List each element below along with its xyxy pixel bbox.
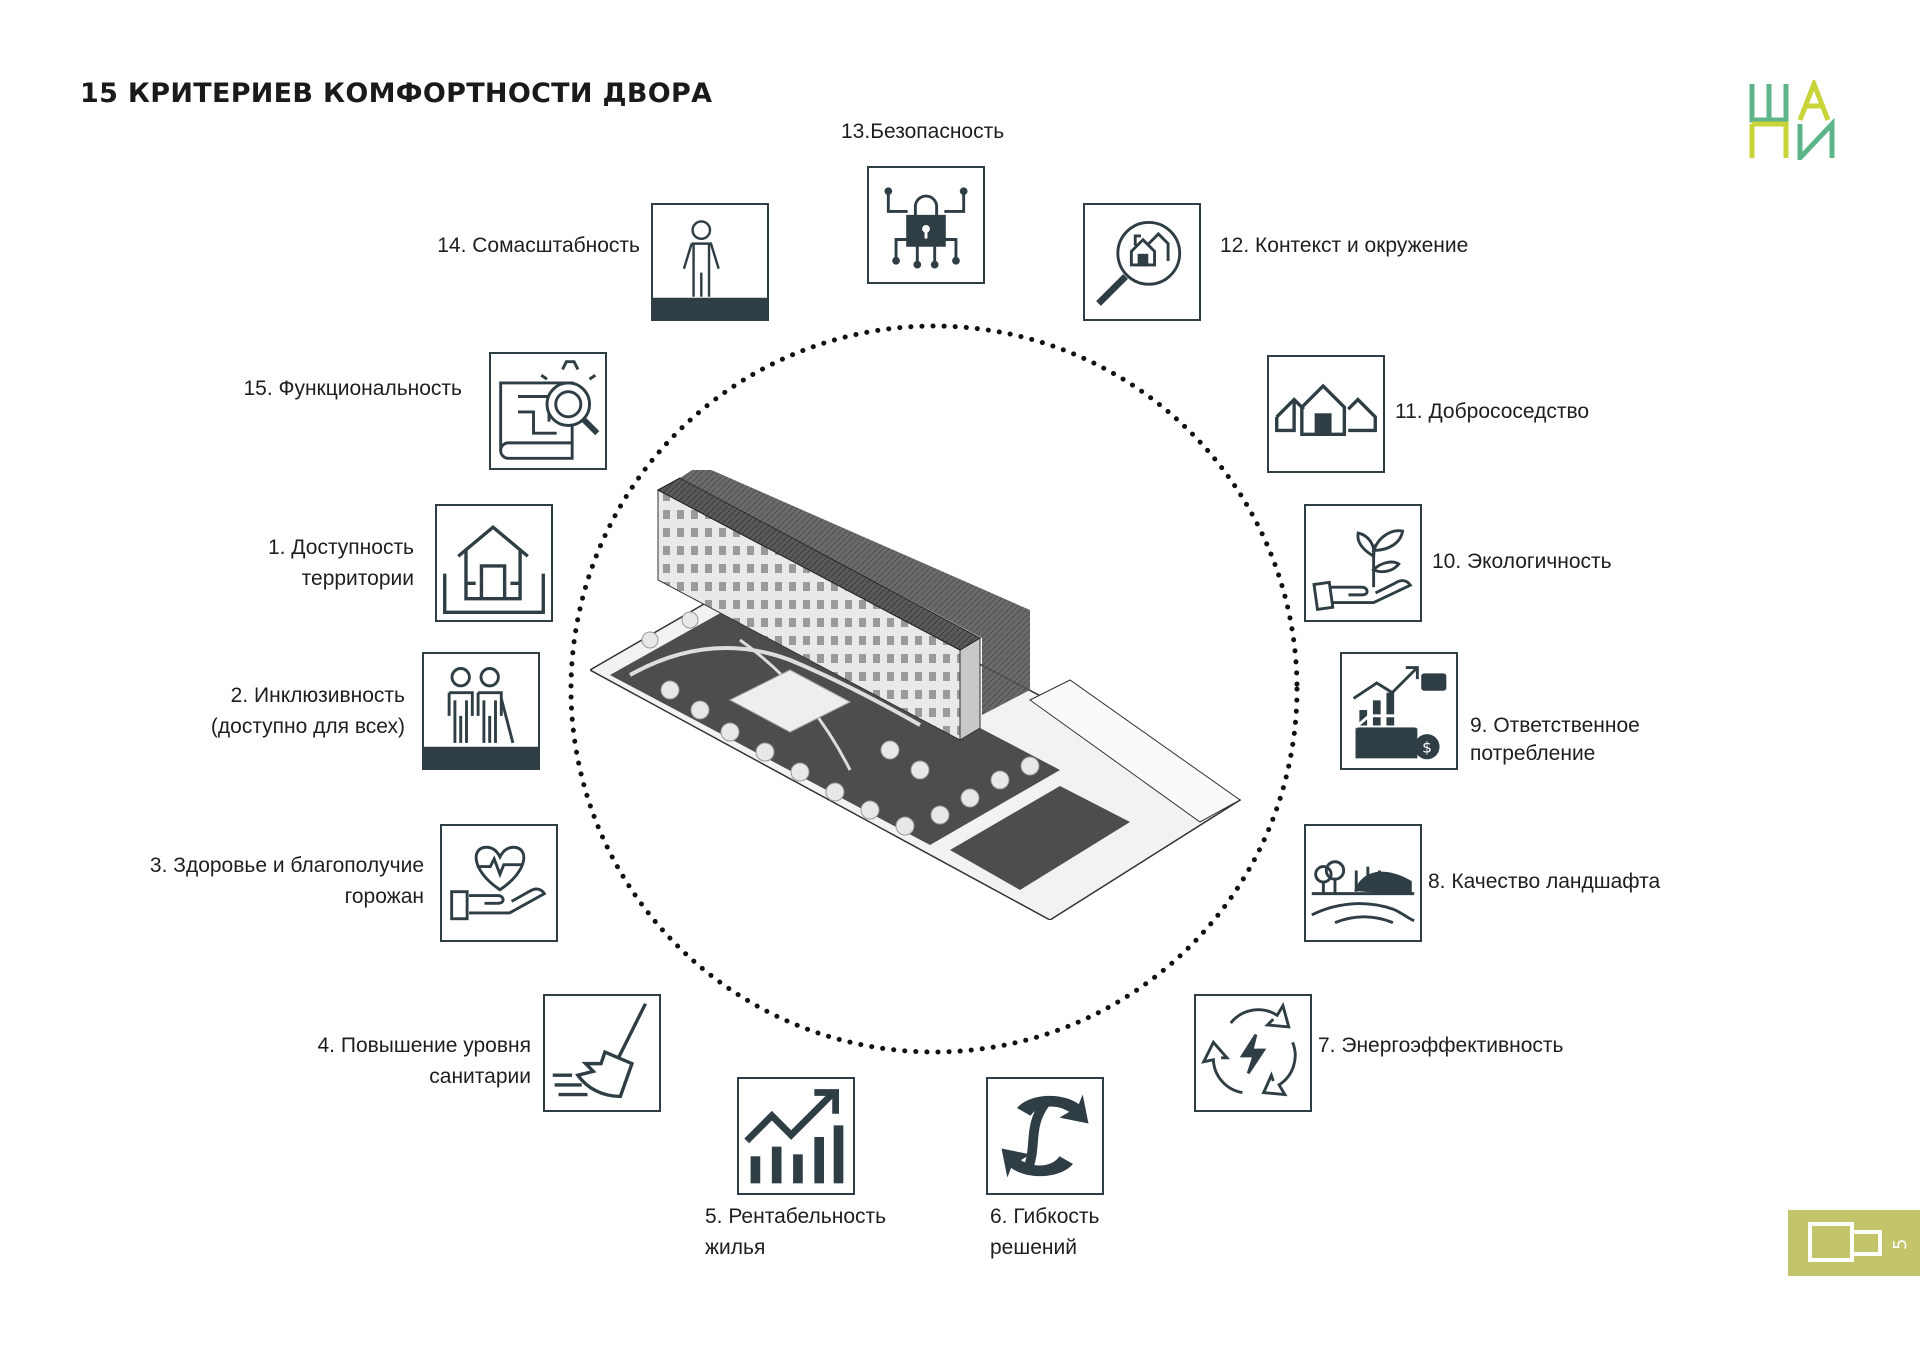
broom-icon: [552, 1002, 647, 1099]
label-functionality: 15. Функциональность: [243, 377, 462, 400]
label-inclusivity: 2. Инклюзивность(доступно для всех): [210, 684, 405, 738]
lock-icon: [884, 187, 968, 269]
magnifier-houses-icon: [1096, 220, 1182, 306]
criterion-safety: [867, 166, 985, 284]
label-landscape: 8. Качество ландшафта: [1428, 870, 1661, 893]
landscape-icon: [1311, 860, 1415, 924]
criterion-human-scale: [651, 203, 769, 321]
house-plan-icon: [443, 525, 545, 614]
criterion-flexibility: [986, 1077, 1104, 1195]
label-neighborhood: 11. Добрососедство: [1395, 400, 1590, 423]
criterion-inclusivity: [422, 652, 540, 770]
criterion-health: [440, 824, 558, 942]
criterion-context: [1083, 203, 1201, 321]
consumption-icon: $: [1352, 666, 1447, 760]
criterion-functionality: [489, 352, 607, 470]
criterion-accessibility: [435, 504, 553, 622]
page-badge: 5: [1788, 1210, 1920, 1276]
houses-icon: [1275, 383, 1377, 436]
label-energy: 7. Энергоэффективность: [1318, 1034, 1564, 1057]
logo-icon: [1749, 80, 1835, 160]
label-safety: 13.Безопасность: [841, 120, 1005, 143]
criterion-responsible-consumption: $: [1340, 652, 1458, 770]
criterion-neighborhood: [1267, 355, 1385, 473]
courtyard-illustration: [590, 470, 1242, 920]
criterion-sanitation: [543, 994, 661, 1112]
svg-text:$: $: [1422, 739, 1432, 757]
label-context: 12. Контекст и окружение: [1220, 234, 1469, 257]
page-number: 5: [1890, 1239, 1911, 1250]
blueprint-gear-icon: [499, 360, 600, 460]
people-icon: [424, 667, 538, 768]
plant-hand-icon: [1312, 529, 1413, 611]
flexibility-icon: [1001, 1094, 1089, 1178]
growth-chart-icon: [744, 1089, 844, 1184]
label-ecology: 10. Экологичность: [1432, 550, 1612, 573]
heart-hand-icon: [450, 845, 547, 921]
energy-cycle-icon: [1201, 1002, 1297, 1097]
page-title: 15 КРИТЕРИЕВ КОМФОРТНОСТИ ДВОРА: [80, 78, 713, 109]
criterion-landscape: [1304, 824, 1422, 942]
criterion-profitability: [737, 1077, 855, 1195]
criterion-ecology: [1304, 504, 1422, 622]
criterion-energy: [1194, 994, 1312, 1112]
human-scale-icon: [653, 220, 767, 319]
label-human-scale: 14. Сомасштабность: [437, 234, 640, 257]
